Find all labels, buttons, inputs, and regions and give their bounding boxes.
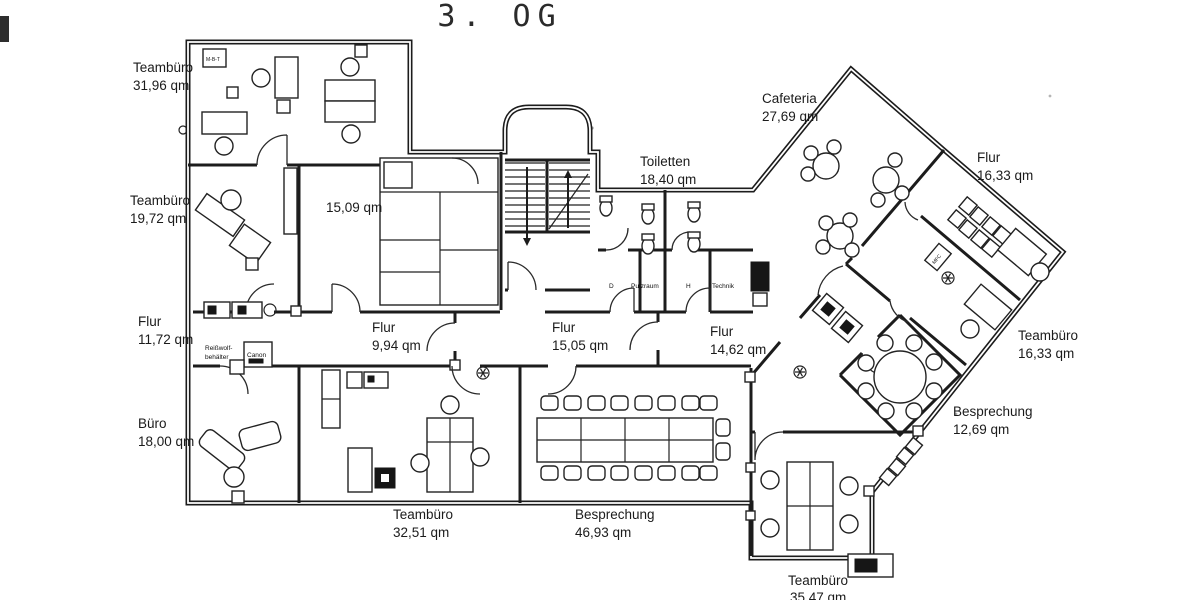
cafeteria-tables bbox=[800, 139, 910, 344]
room-label-teambuero-1633-area: 16,33 qm bbox=[1018, 346, 1074, 361]
room-label-flur-1505-area: 15,05 qm bbox=[552, 338, 608, 353]
room-label-flur-1172-area: 11,72 qm bbox=[138, 332, 193, 347]
room-label-teambuero-3547-name: Teambüro bbox=[788, 573, 848, 588]
room-label-toiletten-area: 18,40 qm bbox=[640, 172, 696, 187]
stair-up-arrow bbox=[564, 170, 572, 178]
conference-chairs-top bbox=[540, 395, 718, 411]
room-label-flur-1633-name: Flur bbox=[977, 150, 1001, 165]
page-title: 3. OG bbox=[437, 0, 562, 34]
stairwell bbox=[505, 162, 590, 246]
shredder-canon: Canon Reißwolf- behälter bbox=[203, 301, 277, 375]
room-label-besprechung-4693-area: 46,93 qm bbox=[575, 525, 631, 540]
room-label-flur-1462-name: Flur bbox=[710, 324, 734, 339]
room-label-teambuero-3547-area: 35,47 qm bbox=[790, 590, 846, 600]
room-label-teambuero-1633-name: Teambüro bbox=[1018, 328, 1078, 343]
furniture-besprechung-4693 bbox=[536, 395, 731, 481]
room-label-buero-1800-name: Büro bbox=[138, 416, 167, 431]
room-label-flur-994-area: 9,94 qm bbox=[372, 338, 421, 353]
shredder-label-1: Reißwolf- bbox=[205, 345, 232, 352]
shredder-label-2: behälter bbox=[205, 354, 229, 361]
room-label-teambuero-1972-area: 19,72 qm bbox=[130, 211, 186, 226]
wc-h-label: H bbox=[686, 283, 691, 290]
room-label-cafeteria-name: Cafeteria bbox=[762, 91, 817, 106]
mbt-box-label: M-B-T bbox=[206, 57, 220, 63]
room-label-teambuero-3196-name: Teambüro bbox=[133, 60, 193, 75]
storage-closets bbox=[379, 157, 499, 306]
room-label-besprechung-1269-name: Besprechung bbox=[953, 404, 1033, 419]
room-label-cafeteria-area: 27,69 qm bbox=[762, 109, 818, 124]
room-label-teambuero-3251-area: 32,51 qm bbox=[393, 525, 449, 540]
furniture-teambuero-3251 bbox=[321, 369, 490, 493]
room-label-besprechung-4693-name: Besprechung bbox=[575, 507, 655, 522]
wc-d-label: D bbox=[609, 283, 614, 290]
furniture-teambuero-3196: M-B-T bbox=[201, 44, 376, 156]
mfc-label: MFC bbox=[931, 253, 943, 265]
furniture-teambuero-3547 bbox=[760, 436, 924, 578]
furniture-teambuero-1633: MFC bbox=[923, 195, 1050, 339]
room-label-toiletten-name: Toiletten bbox=[640, 154, 690, 169]
conference-chairs-bottom bbox=[540, 465, 718, 481]
interior-walls bbox=[188, 149, 1021, 556]
room-label-buero-1800-area: 18,00 qm bbox=[138, 434, 194, 449]
exterior-walls bbox=[185, 39, 1067, 561]
room-label-1509-area: 15,09 qm bbox=[326, 200, 382, 215]
room-label-flur-1172-name: Flur bbox=[138, 314, 162, 329]
room-label-teambuero-3196-area: 31,96 qm bbox=[133, 78, 189, 93]
room-label-flur-994-name: Flur bbox=[372, 320, 396, 335]
furniture-besprechung-1269 bbox=[857, 334, 943, 420]
fan-symbols bbox=[476, 271, 955, 380]
furniture-teambuero-1972 bbox=[194, 167, 298, 271]
room-label-flur-1505-name: Flur bbox=[552, 320, 576, 335]
room-label-flur-1462-area: 14,62 qm bbox=[710, 342, 766, 357]
putzraum-label: Putzraum bbox=[631, 283, 659, 290]
room-label-teambuero-1972-name: Teambüro bbox=[130, 193, 190, 208]
room-label-flur-1633-area: 16,33 qm bbox=[977, 168, 1033, 183]
technik-label: Technik bbox=[712, 283, 735, 290]
toilet-fixtures bbox=[599, 195, 770, 307]
room-label-besprechung-1269-area: 12,69 qm bbox=[953, 422, 1009, 437]
wc-labels: D Putzraum H Technik bbox=[609, 283, 735, 290]
technik-shaft bbox=[750, 261, 770, 292]
furniture-buero-1800 bbox=[198, 420, 282, 504]
stair-down-arrow bbox=[523, 238, 531, 246]
room-labels: Teambüro 31,96 qm Teambüro 19,72 qm 15,0… bbox=[130, 60, 1078, 600]
room-label-teambuero-3251-name: Teambüro bbox=[393, 507, 453, 522]
canon-label: Canon bbox=[247, 352, 267, 359]
